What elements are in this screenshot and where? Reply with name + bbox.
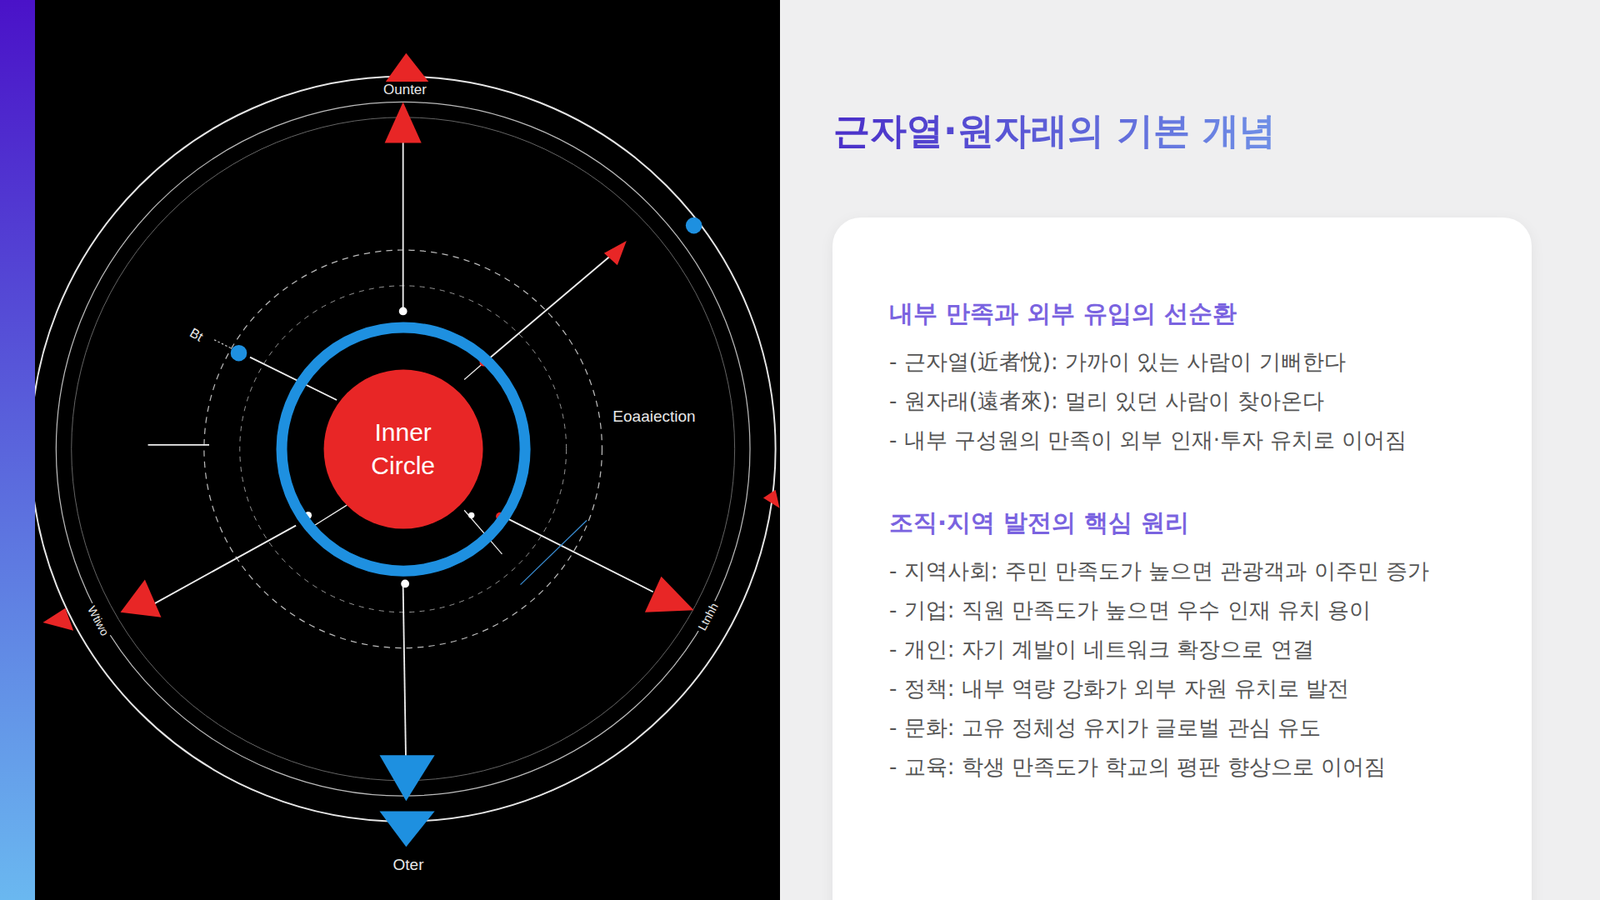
diagram-label: Ounter: [380, 81, 430, 99]
bullet-item: - 원자래(遠者來): 멀리 있던 사람이 찾아온다: [889, 381, 1499, 421]
diagram-label: Eoaaiection: [610, 407, 698, 426]
accent-strip: [0, 0, 35, 900]
orbit-illustration: [35, 53, 780, 848]
bullet-item: - 지역사회: 주민 만족도가 높으면 관광객과 이주민 증가: [889, 551, 1499, 591]
section-heading: 조직·지역 발전의 핵심 원리: [889, 506, 1499, 540]
inner-circle: Inner Circle: [275, 321, 531, 577]
content-card: 내부 만족과 외부 유입의 선순환 - 근자열(近者悅): 가까이 있는 사람이 …: [832, 217, 1532, 900]
image-panel: [35, 0, 780, 900]
bullet-item: - 근자열(近者悅): 가까이 있는 사람이 기뻐한다: [889, 342, 1499, 382]
section-heading: 내부 만족과 외부 유입의 선순환: [889, 297, 1499, 331]
bullet-item: - 정책: 내부 역량 강화가 외부 자원 유치로 발전: [889, 669, 1499, 709]
diagram-label: Oter: [390, 855, 427, 875]
slide-title: 근자열·원자래의 기본 개념: [833, 106, 1276, 156]
bullet-item: - 기업: 직원 만족도가 높으면 우수 인재 유치 용이: [889, 590, 1499, 630]
bullet-item: - 내부 구성원의 만족이 외부 인재·투자 유치로 이어짐: [889, 420, 1499, 460]
bullet-item: - 교육: 학생 만족도가 학교의 평판 향상으로 이어짐: [889, 747, 1499, 787]
circle-shape: [275, 321, 531, 577]
bullet-item: - 문화: 고유 정체성 유지가 글로벌 관심 유도: [889, 708, 1499, 748]
bullet-item: - 개인: 자기 계발이 네트워크 확장으로 연결: [889, 630, 1499, 670]
circle-label: Inner Circle: [349, 415, 458, 483]
